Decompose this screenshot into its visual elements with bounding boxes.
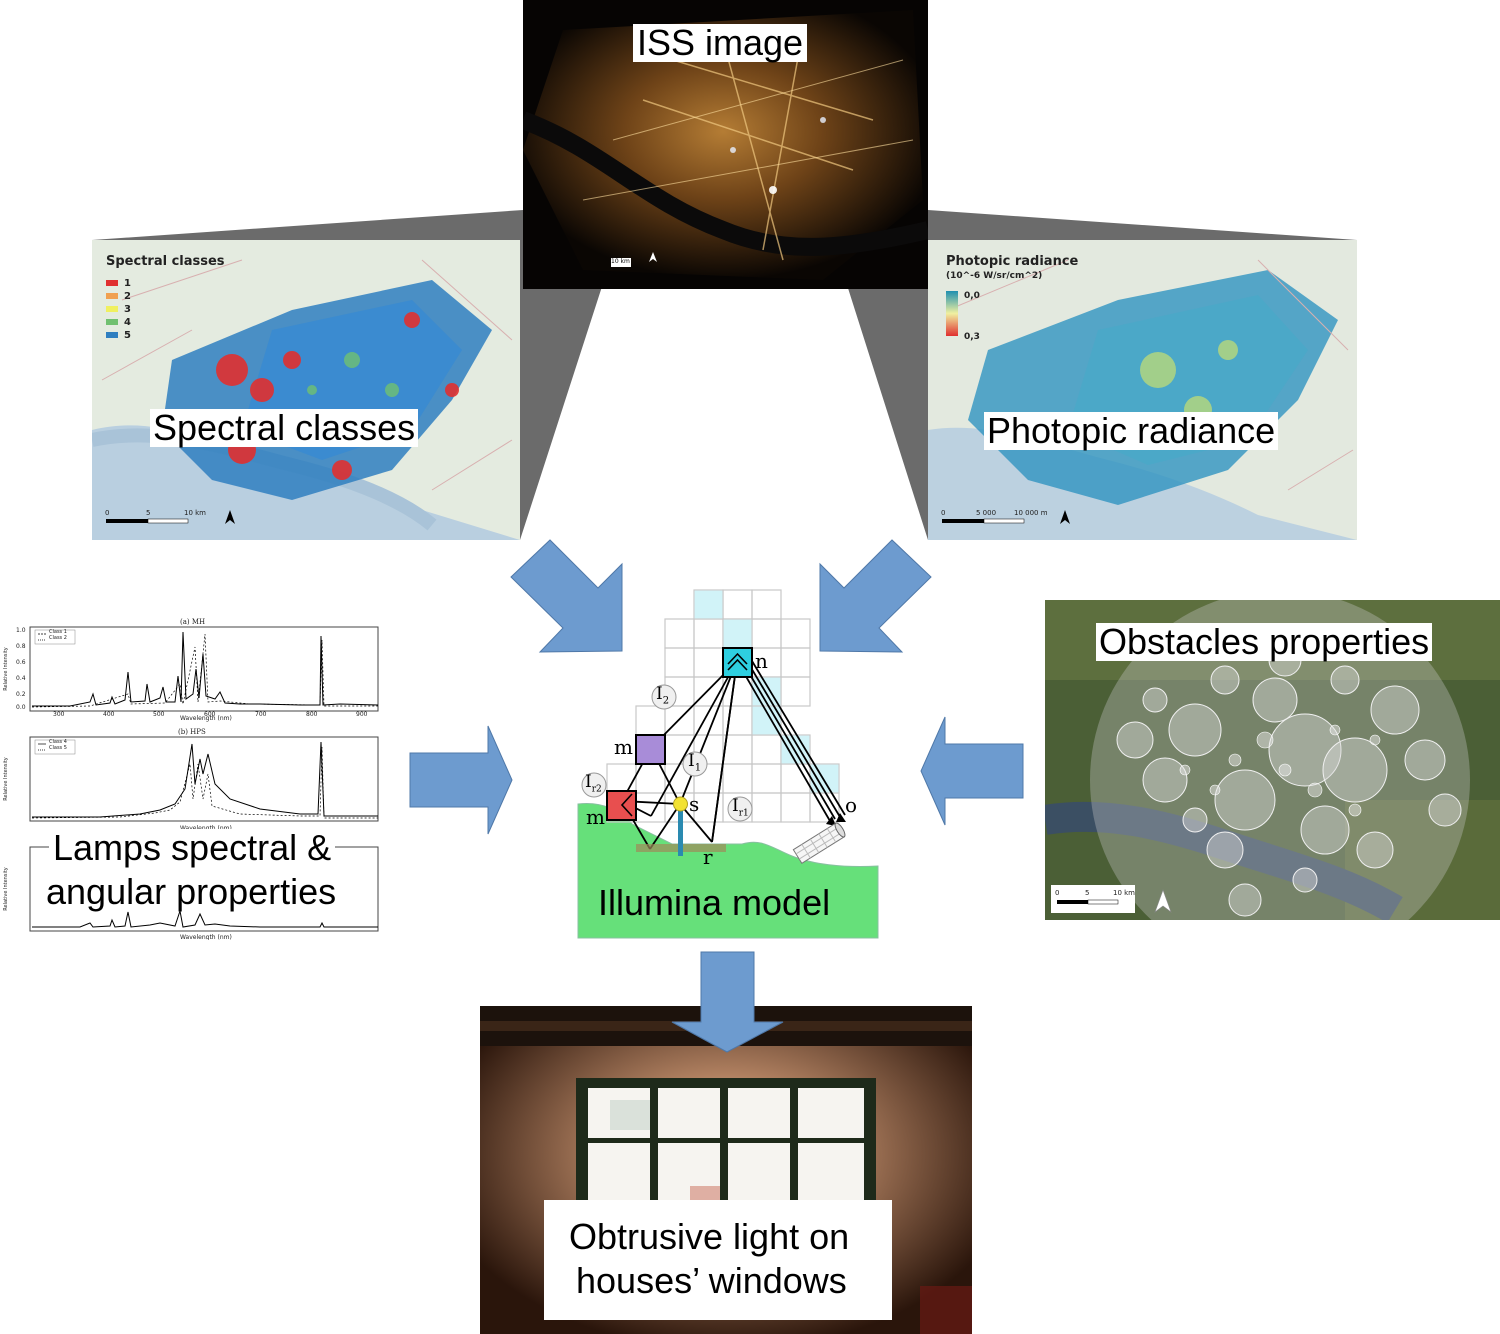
- spectral-classes-map: Spectral classes 1 2 3 4 5 0 5 10 km Spe…: [92, 240, 520, 540]
- obtrusive-label-box: [544, 1200, 892, 1320]
- spectral-classes-label: Spectral classes: [150, 409, 419, 447]
- obstacles-map: 0 5 10 km Obstacles properties: [1045, 600, 1500, 920]
- lamp-spectra-panel: (a) MH Class 1 Class 2 (b) HPS Class 4 C…: [0, 614, 385, 940]
- symbol-m: m: [614, 735, 633, 759]
- symbol-o: o: [845, 793, 858, 817]
- iss-image-label: ISS image: [633, 24, 808, 62]
- swatch-class-4: [106, 319, 118, 325]
- symbol-m2: m: [586, 805, 605, 829]
- photopic-legend-min: 0,3: [964, 332, 980, 342]
- intensity-badge-I1: [682, 751, 708, 777]
- spectrum-ylabel-bottom: Relative Intensity: [2, 867, 9, 911]
- intensity-badge-I2: [651, 684, 677, 710]
- obstacles-label: Obstacles properties: [1096, 623, 1433, 661]
- spectral-legend-title: Spectral classes: [106, 254, 225, 269]
- lamps-label-line2: angular properties: [42, 873, 341, 911]
- spectral-scale-0: 0: [105, 509, 110, 517]
- spectrum-mh-legend-2: Class 2: [49, 635, 67, 641]
- spectrum-mh-legend-1: Class 1: [49, 629, 67, 635]
- spectrum-xlabel-mid: Wavelength (nm): [180, 825, 232, 832]
- lamp-pole: [678, 806, 683, 856]
- photopic-legend-title: Photopic radiance: [946, 254, 1079, 269]
- spectrum-hps-legend-2: Class 5: [49, 745, 67, 751]
- xtick-500: 500: [153, 711, 165, 718]
- scatter-cell-n: [722, 647, 753, 678]
- swatch-class-3: [106, 306, 118, 312]
- spectrum-ylabel-top: Relative Intensity: [2, 647, 9, 691]
- xtick-900: 900: [356, 711, 368, 718]
- symbol-I2: I2: [656, 684, 670, 707]
- xtick-300: 300: [53, 711, 65, 718]
- ytick-1.0: 1.0: [16, 627, 26, 634]
- lamp-source-icon: [673, 796, 688, 812]
- symbol-I1: I1: [688, 751, 702, 774]
- xtick-400: 400: [103, 711, 115, 718]
- swatch-class-5: [106, 332, 118, 338]
- xtick-700: 700: [255, 711, 267, 718]
- spectral-legend-item-2: 2: [106, 291, 131, 302]
- symbol-s: s: [689, 792, 700, 816]
- spectrum-xlabel-top: Wavelength (nm): [180, 715, 232, 722]
- spectral-legend-item-3: 3: [106, 304, 131, 315]
- photopic-scale-10000: 10 000 m: [1014, 509, 1048, 517]
- photopic-scale-5000: 5 000: [976, 509, 997, 517]
- photopic-scale-0: 0: [941, 509, 946, 517]
- ytick-0.6: 0.6: [16, 659, 26, 666]
- photopic-legend-max: 0,0: [964, 291, 980, 301]
- obtrusive-label-line2: houses’ windows: [576, 1260, 847, 1301]
- xtick-800: 800: [306, 711, 318, 718]
- spectrum-ylabel-mid: Relative Intensity: [2, 757, 9, 801]
- obstacles-scale-5: 5: [1085, 889, 1090, 897]
- photopic-radiance-map: Photopic radiance (10^-6 W/sr/cm^2) 0,0 …: [928, 240, 1357, 540]
- spectral-legend-item-4: 4: [106, 317, 131, 328]
- illumina-model-schematic: [577, 589, 879, 939]
- symbol-Ir1: Ir1: [732, 796, 749, 819]
- spectral-legend-item-5: 5: [106, 330, 131, 341]
- spectrum-hps-legend-1: Class 4: [49, 739, 67, 745]
- spectral-scale-5: 5: [146, 509, 151, 517]
- ytick-0.0: 0.0: [16, 704, 26, 711]
- iss-image-panel: 10 km ISS image: [523, 0, 928, 289]
- symbol-r: r: [703, 845, 713, 869]
- intensity-badge-Ir2: [581, 772, 607, 798]
- ytick-0.2: 0.2: [16, 691, 26, 698]
- xtick-600: 600: [204, 711, 216, 718]
- illumina-model-diagram: n m m s r o I2 I1 Ir1 Ir2 Illumina model: [572, 586, 882, 940]
- iss-scale-label: 10 km: [611, 258, 630, 265]
- photopic-map-image: [928, 240, 1357, 540]
- ytick-0.4: 0.4: [16, 675, 26, 682]
- photopic-radiance-label: Photopic radiance: [984, 412, 1279, 450]
- spectral-map-image: [92, 240, 520, 540]
- obstacles-scale-0: 0: [1055, 889, 1060, 897]
- scatter-cell-m: [635, 734, 666, 765]
- swatch-class-1: [106, 280, 118, 286]
- window-photo: Obtrusive light on houses’ windows: [480, 1006, 972, 1334]
- symbol-n: n: [755, 649, 768, 673]
- photopic-legend-unit: (10^-6 W/sr/cm^2): [946, 271, 1043, 281]
- illumina-model-label: Illumina model: [598, 882, 831, 923]
- lamp-spectra-plots: [29, 626, 379, 932]
- spectrum-mh-title: (a) MH: [180, 618, 206, 626]
- ytick-0.8: 0.8: [16, 643, 26, 650]
- obstacles-scale-10: 10 km: [1113, 889, 1136, 897]
- obtrusive-label-line1: Obtrusive light on: [569, 1216, 850, 1257]
- swatch-class-2: [106, 293, 118, 299]
- spectrum-xlabel-bottom: Wavelength (nm): [180, 934, 232, 940]
- lamps-label-line1: Lamps spectral &: [49, 829, 336, 867]
- observer-telescope-icon: [792, 822, 846, 864]
- spectral-legend-item-1: 1: [106, 278, 131, 289]
- spectral-scale-10: 10 km: [184, 509, 207, 517]
- symbol-Ir2: Ir2: [585, 772, 602, 795]
- intensity-badge-Ir1: [727, 796, 753, 822]
- spectrum-hps-title: (b) HPS: [178, 728, 206, 736]
